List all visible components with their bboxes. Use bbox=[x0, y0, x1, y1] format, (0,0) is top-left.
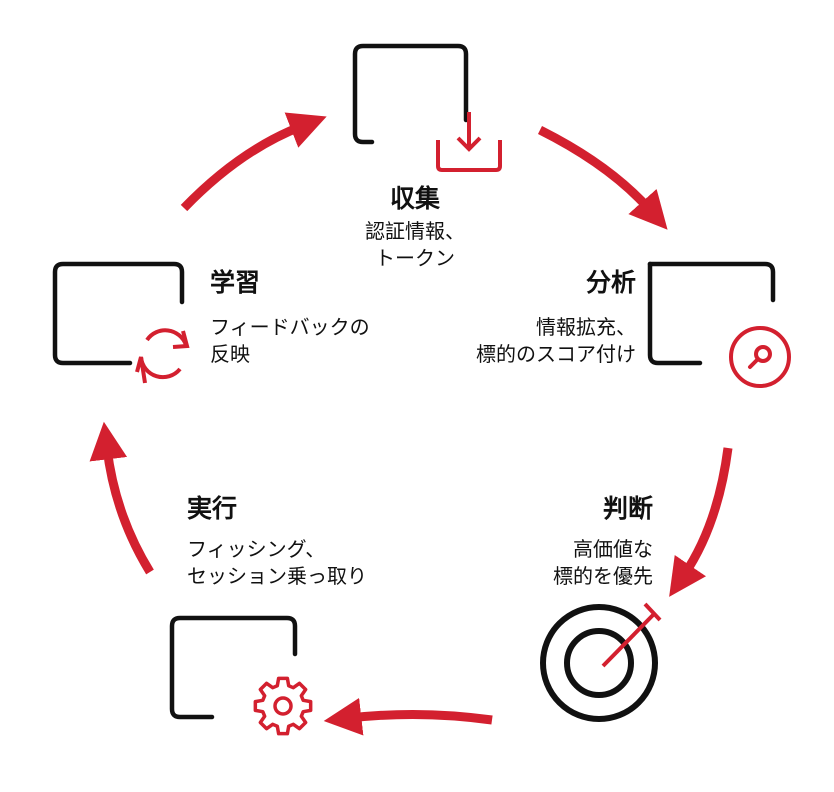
target-icon bbox=[540, 602, 662, 722]
stage-desc-analyze: 情報拡充、 標的のスコア付け bbox=[476, 315, 636, 366]
stage-desc-collect: 認証情報、 トークン bbox=[365, 219, 465, 270]
stage-desc-learn: フィードバックの 反映 bbox=[210, 315, 370, 366]
arrow-analyze-to-judge bbox=[669, 447, 733, 597]
arrow-learn-to-collect bbox=[180, 112, 327, 212]
download-tray-icon bbox=[352, 43, 502, 172]
stage-title-learn: 学習 bbox=[210, 268, 261, 297]
gear-icon bbox=[169, 615, 313, 736]
arrow-execute-to-learn bbox=[89, 421, 154, 575]
refresh-cycle-icon bbox=[52, 261, 190, 384]
stage-desc-execute: フィッシング、 セッション乗っ取り bbox=[187, 537, 367, 588]
stage-title-collect: 収集 bbox=[389, 184, 440, 213]
stage-desc-judge: 高価値な 標的を優先 bbox=[553, 537, 653, 588]
stage-title-analyze: 分析 bbox=[585, 268, 636, 297]
arrow-judge-to-execute bbox=[323, 697, 493, 736]
magnifier-icon bbox=[647, 261, 791, 388]
stage-title-judge: 判断 bbox=[602, 494, 653, 523]
arrow-collect-to-analyze bbox=[537, 125, 668, 230]
stage-title-execute: 実行 bbox=[187, 494, 238, 523]
